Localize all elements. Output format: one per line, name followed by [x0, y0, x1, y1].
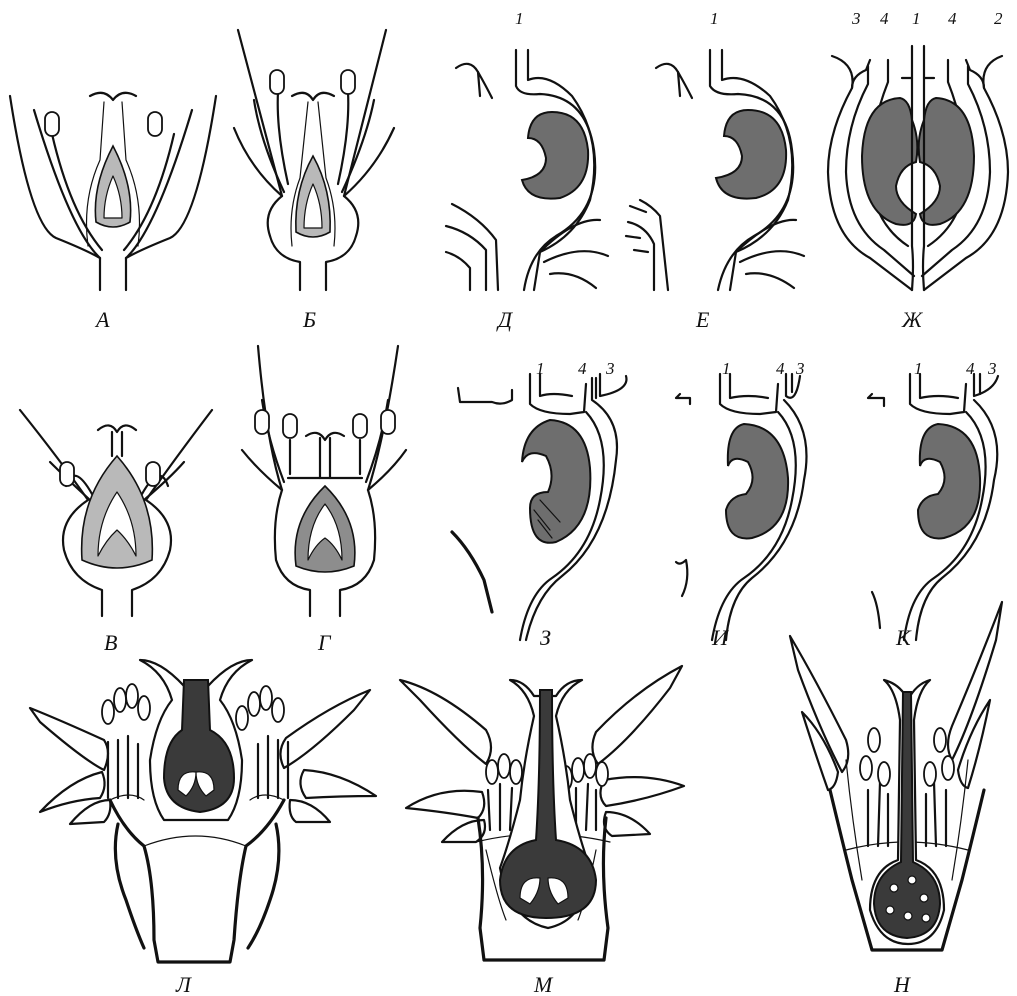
panel-label-i: И	[711, 625, 729, 650]
diagram-ovule-e	[626, 50, 804, 290]
diagram-flower-a	[10, 93, 216, 290]
diagram-ovule-z	[452, 374, 626, 640]
panel-label-a: А	[94, 307, 110, 332]
part-number-2-zh: 2	[994, 9, 1003, 28]
panel-label-v: В	[104, 630, 117, 655]
panel-label-d: Д	[496, 307, 513, 332]
panel-label-z: З	[540, 625, 551, 650]
diagram-flower-v	[20, 410, 212, 616]
part-number-4-k: 4	[966, 359, 975, 378]
panel-label-e: Е	[695, 307, 710, 332]
part-number-4-zh-left: 4	[880, 9, 889, 28]
part-number-4-zh-right: 4	[948, 9, 957, 28]
panel-label-l: Л	[175, 972, 192, 996]
part-number-4-z: 4	[578, 359, 587, 378]
diagram-ovule-k	[868, 374, 998, 640]
part-number-1-e: 1	[710, 9, 719, 28]
part-number-1-k: 1	[914, 359, 923, 378]
panel-label-b: Б	[302, 307, 316, 332]
part-number-3-z: 3	[605, 359, 615, 378]
diagram-ovule-i	[676, 374, 807, 640]
part-number-4-i: 4	[776, 359, 785, 378]
panel-label-m: М	[533, 972, 554, 996]
part-number-1-d: 1	[515, 9, 524, 28]
diagram-ovary-zh	[828, 46, 1008, 290]
panel-label-k: К	[895, 625, 912, 650]
part-number-3-k: 3	[987, 359, 997, 378]
panel-label-g: Г	[317, 630, 332, 655]
diagram-flower-n	[790, 602, 1002, 950]
panel-label-zh: Ж	[901, 307, 923, 332]
panel-label-n: Н	[893, 972, 911, 996]
diagram-flower-m	[400, 666, 684, 960]
part-number-3-i: 3	[795, 359, 805, 378]
diagram-flower-l	[30, 660, 376, 962]
diagram-flower-g	[242, 346, 406, 616]
part-number-1-zh: 1	[912, 9, 921, 28]
part-number-1-i: 1	[722, 359, 731, 378]
part-number-1-z: 1	[536, 359, 545, 378]
diagram-flower-b	[234, 30, 394, 290]
diagram-ovule-d	[446, 50, 608, 290]
part-number-3-zh: 3	[851, 9, 861, 28]
